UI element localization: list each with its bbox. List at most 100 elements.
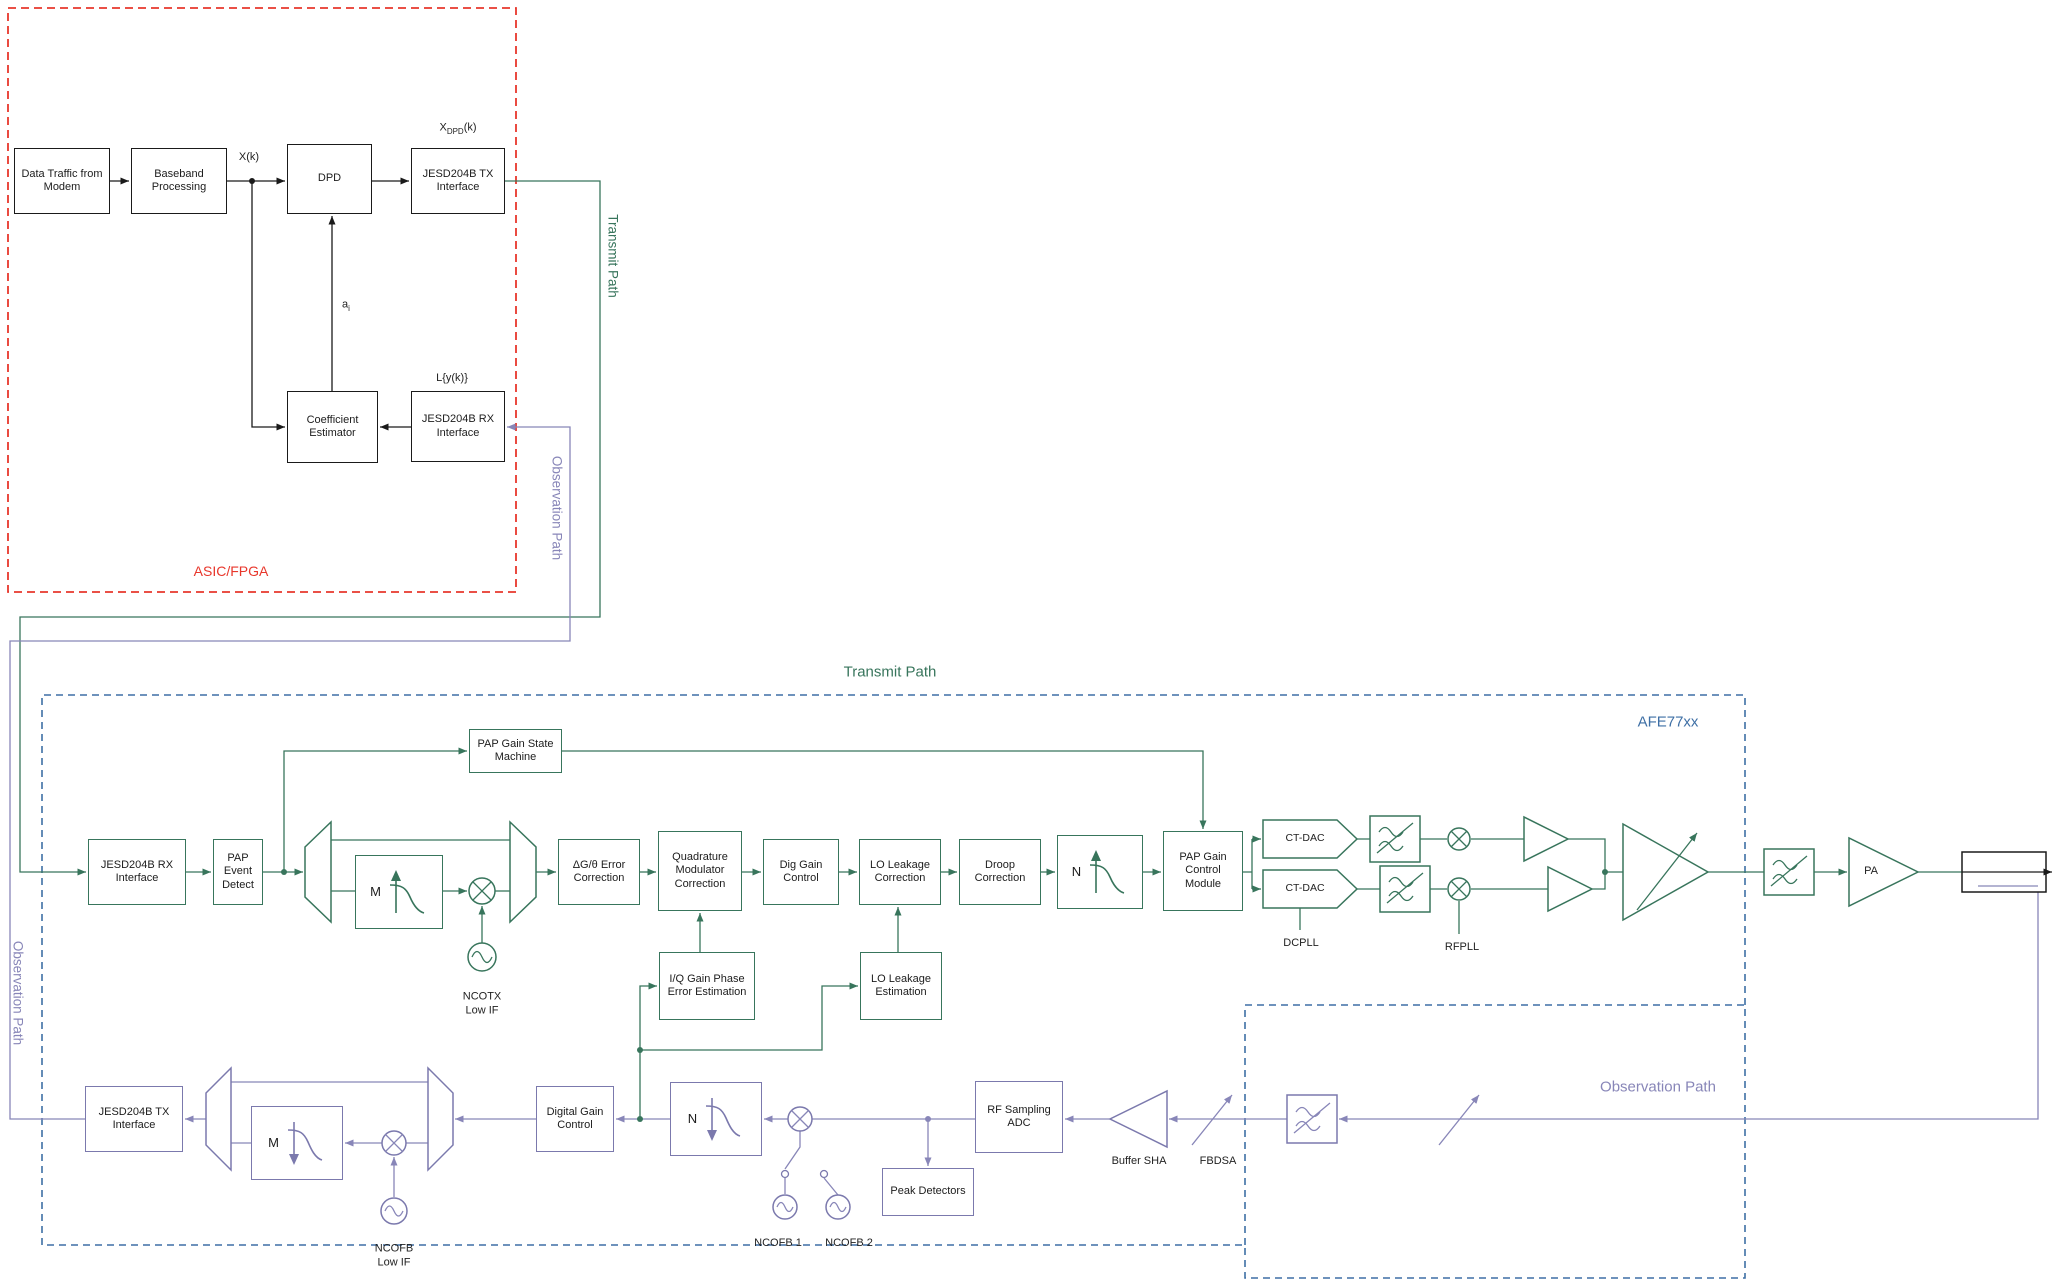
obs-nco-mixer-icon — [787, 1106, 813, 1132]
box-dpd: DPD — [287, 144, 372, 214]
junction-estimation — [637, 1047, 643, 1053]
tx-filter-2-icon — [1379, 865, 1431, 913]
signal-label-xk: X(k) — [238, 150, 260, 163]
signal-label-xdpd: XDPD(k) — [439, 121, 477, 136]
ncofb-lowif-oscillator-icon — [380, 1197, 408, 1225]
decimation-filter-glyph — [287, 1122, 323, 1165]
fbdsa-label: FBDSA — [1199, 1154, 1237, 1167]
tx-rf-mixer-1-icon — [1447, 827, 1471, 851]
interpolation-filter-glyph — [1090, 850, 1125, 894]
wire-filters-to-mixers — [1420, 838, 1447, 890]
box-tx-interpolation-filter-n: N — [1057, 835, 1143, 909]
ct-dac-2-symbol — [1262, 869, 1359, 909]
box-rf-sampling-adc: RF Sampling ADC — [975, 1081, 1063, 1153]
box-dig-gain-control: Dig Gain Control — [763, 839, 839, 905]
dcpll-label: DCPLL — [1283, 936, 1319, 949]
ct-dac-2-label: CT-DAC — [1285, 882, 1325, 895]
box-jesd204b-tx-afe: JESD204B TX Interface — [85, 1086, 183, 1152]
box-lo-leakage-estimation: LO Leakage Estimation — [860, 952, 942, 1020]
wire-papgsm-to-papgcm — [562, 750, 1207, 829]
pa-label: PA — [1864, 864, 1878, 877]
wire-mixers-to-amps — [1471, 838, 1548, 890]
fbdsa-attenuator-icon — [1191, 1094, 1233, 1146]
wire-papgcm-split — [1243, 839, 1253, 889]
obs-demux-symbol — [427, 1066, 454, 1172]
observation-path-vertical-label-left: Observation Path — [10, 940, 26, 1046]
switch-contact-1 — [780, 1169, 790, 1179]
box-droop-correction: Droop Correction — [959, 839, 1041, 905]
wire-ncofb-switch — [784, 1131, 839, 1196]
box-jesd204b-rx-asic: JESD204B RX Interface — [411, 391, 505, 462]
ct-dac-1-symbol — [1262, 819, 1359, 859]
signal-label-lyk: L{y(k)} — [436, 371, 468, 384]
asic-fpga-dashed-boundary — [7, 7, 517, 593]
tx-amp-1-symbol — [1523, 815, 1570, 863]
observation-frontend-dashed-boundary — [1244, 1004, 1746, 1279]
ncofb2-label: NCOFB 2 — [825, 1236, 873, 1249]
box-baseband-processing: Baseband Processing — [131, 148, 227, 214]
box-data-traffic: Data Traffic from Modem — [14, 148, 110, 214]
wire-observation-afe-to-asic — [9, 423, 571, 1120]
box-digital-gain-control: Digital Gain Control — [536, 1086, 614, 1152]
observation-path-title-right: Observation Path — [1600, 1078, 1716, 1096]
wire-tap-to-iqest — [639, 982, 657, 1050]
box-pap-event-detect: PAP Event Detect — [213, 839, 263, 905]
wire-tap-to-loest — [640, 982, 858, 1051]
tx-amp-2-symbol — [1547, 865, 1594, 913]
interpolation-filter-glyph — [389, 870, 425, 914]
obs-mux-symbol — [205, 1066, 232, 1172]
pa-symbol — [1848, 836, 1920, 908]
buffer-sha-label: Buffer SHA — [1111, 1154, 1167, 1167]
asic-fpga-title: ASIC/FPGA — [193, 562, 269, 579]
buffer-sha-symbol — [1108, 1089, 1168, 1149]
junction-pap — [281, 869, 287, 875]
rfpll-label: RFPLL — [1444, 940, 1480, 953]
transmit-path-title: Transmit Path — [843, 663, 937, 681]
box-peak-detectors: Peak Detectors — [882, 1168, 974, 1216]
junction-obs-tap — [637, 1116, 643, 1122]
decimation-filter-glyph — [706, 1098, 741, 1141]
tx-output-filter-icon — [1763, 848, 1815, 896]
obs-lowif-mixer-icon — [381, 1130, 407, 1156]
tx-demux-symbol — [304, 820, 332, 924]
obs-attenuator-icon — [1438, 1094, 1480, 1146]
observation-path-vertical-label-mid: Observation Path — [549, 455, 565, 561]
wire-xk-to-coeff-estimator — [251, 181, 285, 431]
box-iq-gain-phase-error-estimation: I/Q Gain Phase Error Estimation — [659, 952, 755, 1020]
ncotx-oscillator-icon — [467, 942, 497, 972]
afe77xx-title: AFE77xx — [1637, 713, 1699, 731]
box-obs-decimation-filter-m: M — [251, 1106, 343, 1180]
variable-gain-arrow — [1636, 832, 1698, 911]
ct-dac-1-label: CT-DAC — [1285, 832, 1325, 845]
ncofb1-label: NCOFB 1 — [754, 1236, 802, 1249]
junction-xk — [249, 178, 255, 184]
transmit-path-vertical-label: Transmit Path — [605, 214, 621, 298]
box-dg-theta-error-correction: ΔG/θ Error Correction — [558, 839, 640, 905]
tx-mux-symbol — [509, 820, 537, 924]
box-lo-leakage-correction: LO Leakage Correction — [859, 839, 941, 905]
obs-input-filter-icon — [1286, 1094, 1338, 1144]
box-coefficient-estimator: Coefficient Estimator — [287, 391, 378, 463]
box-obs-decimation-filter-n: N — [670, 1082, 762, 1156]
box-pap-gain-control-module: PAP Gain Control Module — [1163, 831, 1243, 911]
wire-dac-to-filters — [1357, 838, 1380, 890]
ncofb1-oscillator-icon — [772, 1194, 798, 1220]
afe77xx-dashed-boundary — [41, 694, 1746, 1246]
junction-peak-tap — [925, 1116, 931, 1122]
ncofb2-oscillator-icon — [825, 1194, 851, 1220]
switch-contact-2 — [819, 1169, 829, 1179]
wire-to-pap-state-machine — [283, 747, 467, 872]
tx-variable-gain-amp-symbol — [1622, 822, 1710, 922]
tx-lowif-mixer-icon — [468, 877, 496, 905]
signal-label-ai: ai — [342, 298, 350, 313]
box-jesd204b-rx-afe: JESD204B RX Interface — [88, 839, 186, 905]
tx-rf-mixer-2-icon — [1447, 877, 1471, 901]
tx-filter-1-icon — [1369, 815, 1421, 863]
wire-transmit-asic-to-afe — [19, 180, 601, 876]
box-jesd204b-tx-asic: JESD204B TX Interface — [411, 148, 505, 214]
box-tx-interpolation-filter-m: M — [355, 855, 443, 929]
